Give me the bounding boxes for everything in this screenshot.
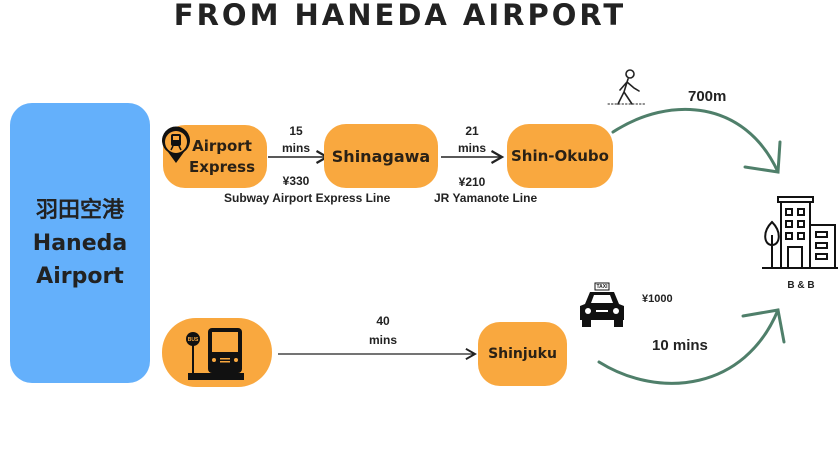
node-shinjuku: Shinjuku — [478, 322, 567, 386]
bus-leg-time: 40 — [376, 314, 390, 328]
taxi-icon — [580, 282, 624, 327]
taxi-curve-arrow — [597, 308, 786, 385]
node-shin-okubo: Shin-Okubo — [507, 124, 613, 188]
bus-leg-unit: mins — [368, 333, 397, 347]
node-label-line1: Airport — [192, 136, 252, 155]
node-bus: BUS — [162, 318, 272, 387]
leg2-time: 21 — [465, 124, 479, 138]
taxi-time: 10 mins — [652, 337, 708, 354]
leg1-line: Subway Airport Express Line — [224, 191, 391, 205]
svg-text:BUS: BUS — [188, 337, 199, 343]
train-pin-icon — [162, 126, 190, 163]
destination-label: B & B — [787, 280, 815, 291]
leg2-fare: ¥210 — [458, 175, 486, 189]
leg2-line: JR Yamanote Line — [434, 191, 538, 205]
walk-distance: 700m — [688, 88, 727, 105]
leg1-time: 15 — [289, 124, 303, 138]
origin-name-line1: Haneda — [32, 230, 128, 256]
taxi-sign: TAXI — [596, 284, 608, 290]
taxi-fare: ¥1000 — [642, 293, 673, 305]
leg2-unit: mins — [457, 141, 486, 155]
leg1-unit: mins — [281, 141, 310, 155]
node-label-line2: Express — [188, 157, 256, 176]
leg1-fare: ¥330 — [282, 174, 310, 188]
building-icon — [762, 196, 838, 269]
node-airport-express: Airport Express — [163, 125, 267, 188]
origin-box: 羽田空港 Haneda Airport — [10, 103, 150, 383]
page-title: FROM HANEDA AIRPORT — [173, 0, 627, 32]
walk-curve-arrow — [611, 107, 782, 174]
origin-kanji: 羽田空港 — [35, 197, 124, 223]
walking-person-icon — [607, 69, 647, 105]
origin-name-line2: Airport — [36, 263, 124, 289]
node-shinagawa: Shinagawa — [324, 124, 438, 188]
bus-stop-icon: BUS — [186, 327, 244, 380]
